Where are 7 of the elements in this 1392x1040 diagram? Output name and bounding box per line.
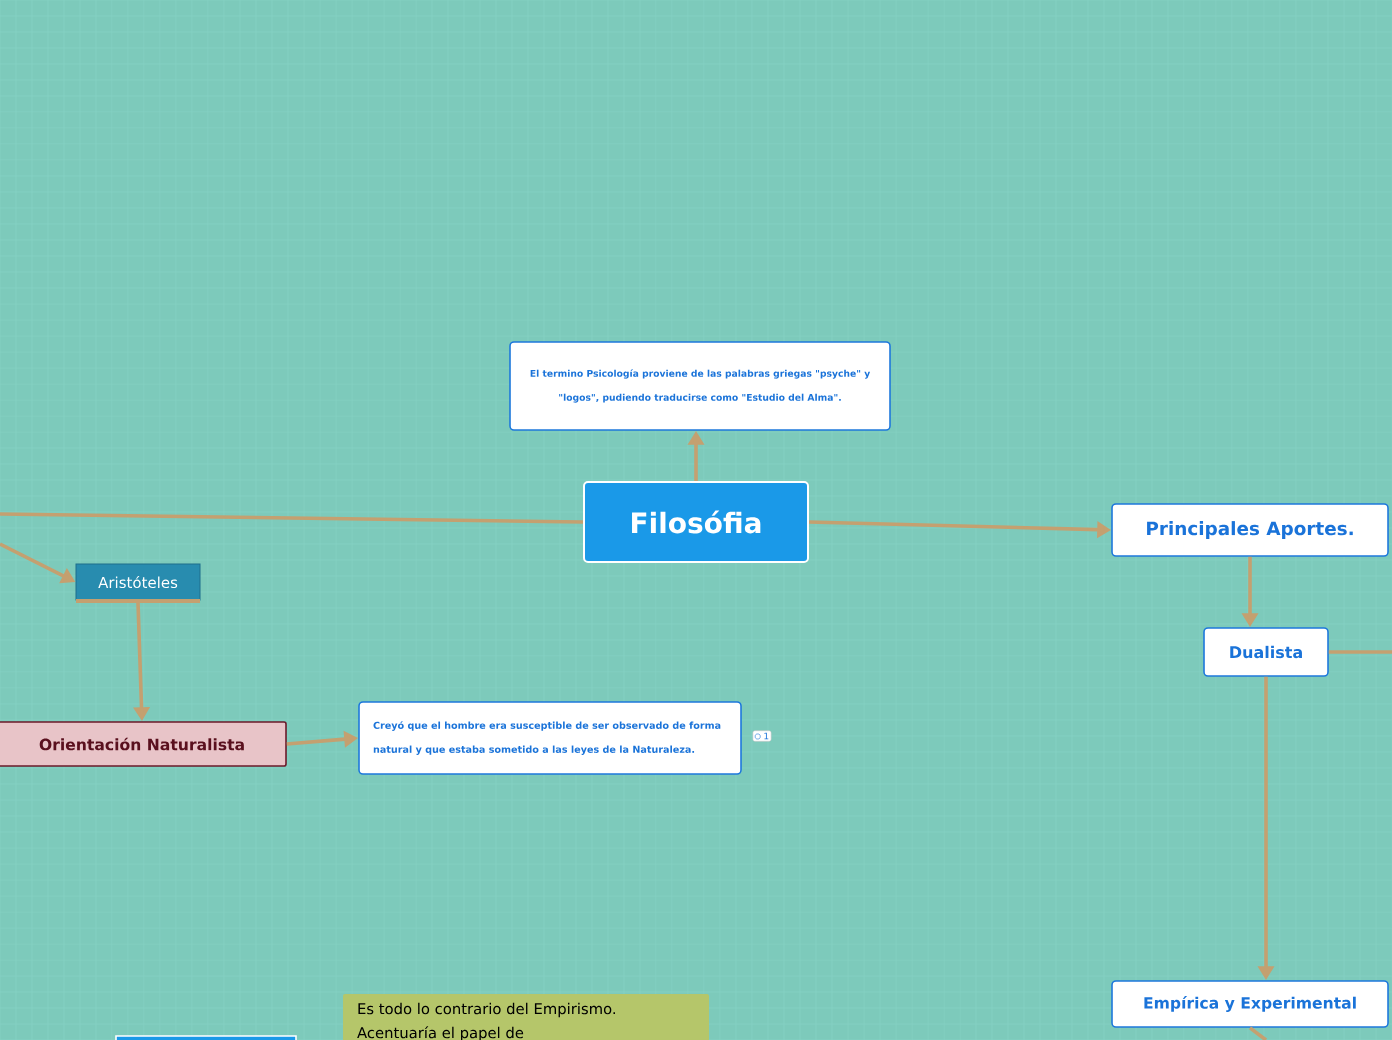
concept-box: Dualista <box>1203 627 1329 677</box>
connector <box>0 512 584 524</box>
empty-box <box>115 1035 297 1040</box>
connector <box>1328 650 1392 654</box>
concept-box: Principales Aportes. <box>1111 503 1389 557</box>
connector <box>1248 1026 1268 1040</box>
topic-box: Filosófia <box>583 481 809 563</box>
